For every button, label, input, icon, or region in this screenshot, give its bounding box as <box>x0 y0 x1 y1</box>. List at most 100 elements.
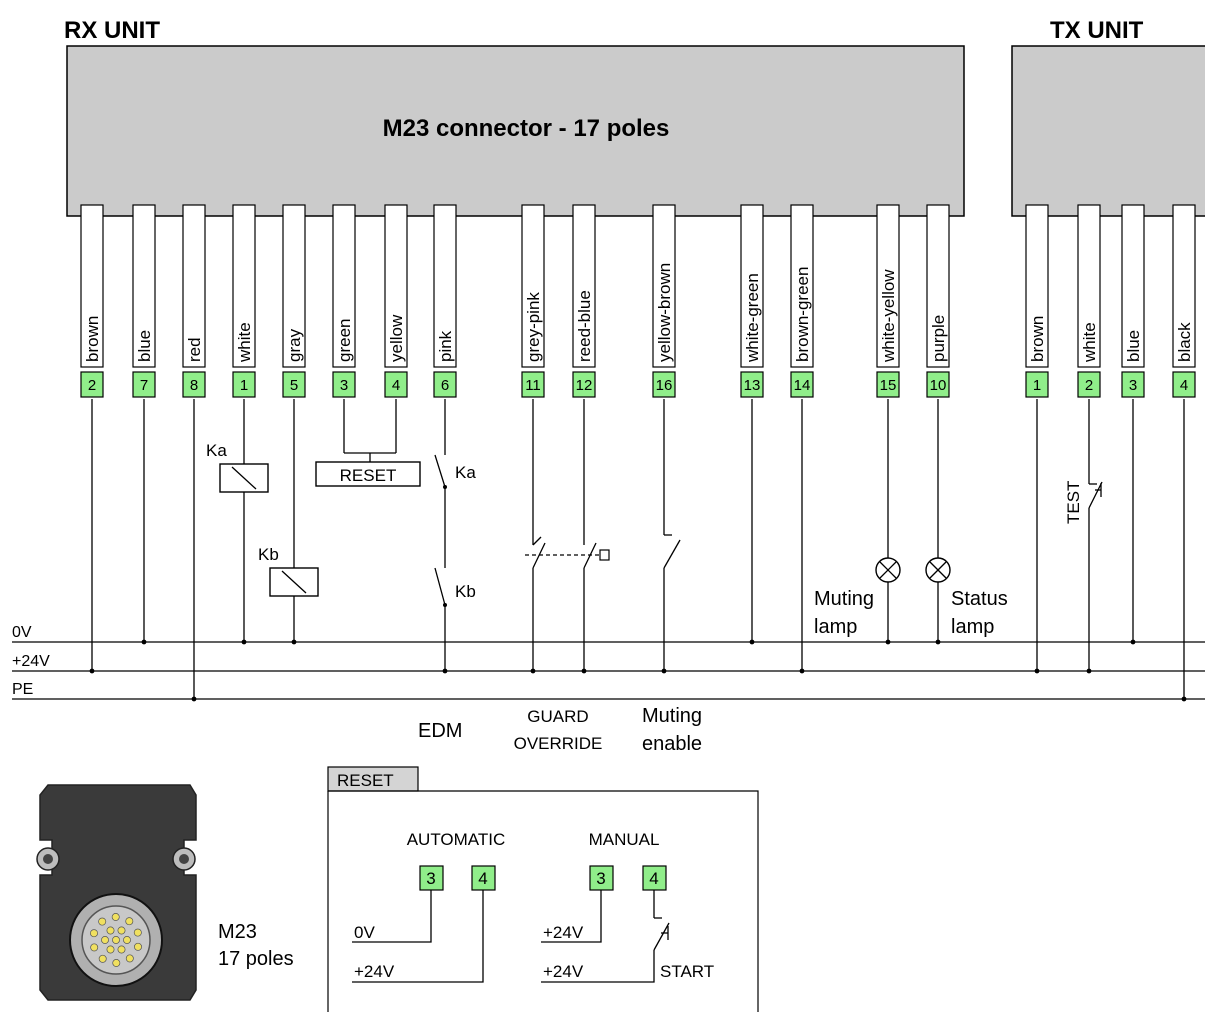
rx-pin-number: 15 <box>880 377 897 394</box>
auto-24v-wire <box>352 890 484 983</box>
rx-wire-color-label: pink <box>436 330 455 362</box>
bus-pe-label: PE <box>12 681 33 698</box>
reset-panel-tab: RESET <box>337 771 394 790</box>
kb-contact-label: Kb <box>455 582 476 601</box>
connector-pin-hole <box>98 954 107 963</box>
auto-pin-4-label: 4 <box>478 869 487 888</box>
rx-wire-color-label: white-yellow <box>879 269 898 363</box>
rx-pin-13: white-green 13 <box>740 204 764 398</box>
tx-wire-color-label: blue <box>1124 330 1143 362</box>
rx-wire-color-label: purple <box>929 315 948 362</box>
rx-pin-number: 12 <box>576 377 593 394</box>
rx-pin-number: 1 <box>240 377 248 394</box>
start-label: START <box>660 962 714 981</box>
edm-label: EDM <box>418 720 462 742</box>
rx-pin-number: 4 <box>392 377 400 394</box>
connector-pin-hole <box>112 936 120 944</box>
connector-pin-hole <box>117 945 126 954</box>
connector-pin-hole <box>90 929 98 938</box>
kb-coil-label: Kb <box>258 545 279 564</box>
tx-pin-number: 3 <box>1129 377 1137 394</box>
connector-pin-hole <box>101 936 109 944</box>
rx-pin-number: 10 <box>930 377 947 394</box>
rx-pin-number: 5 <box>290 377 298 394</box>
auto-0v-wire <box>352 890 432 943</box>
reset-button-box <box>315 399 421 487</box>
rx-wire-color-label: yellow <box>387 314 406 362</box>
bus-0v-label: 0V <box>12 624 32 641</box>
guard-label-1: GUARD <box>527 707 588 726</box>
bus-24v-label: +24V <box>12 653 50 670</box>
auto-24v-label: +24V <box>354 962 395 981</box>
relay-ka-coil <box>219 399 269 642</box>
man-24v-label-1: +24V <box>543 923 584 942</box>
rx-wire-color-label: brown-green <box>793 267 812 362</box>
ka-contact-label: Ka <box>455 463 476 482</box>
muting-lamp-label-1: Muting <box>814 588 874 610</box>
tx-wire-color-label: white <box>1080 322 1099 363</box>
rx-pin-number: 11 <box>525 377 541 394</box>
muting-lamp <box>875 399 901 642</box>
rx-pin-5: gray 5 <box>282 204 306 398</box>
connector-pin-hole <box>106 945 115 954</box>
rx-pin-12: reed-blue 12 <box>572 204 596 398</box>
tx-wire-color-label: brown <box>1028 316 1047 362</box>
start-button <box>541 890 670 983</box>
rx-pin-8: red 8 <box>182 204 206 398</box>
status-lamp-label-2: lamp <box>951 616 994 638</box>
muting-enable-label-1: Muting <box>642 705 702 727</box>
tx-test-label: TEST <box>1064 481 1083 524</box>
connector-pin-hole <box>98 917 107 926</box>
tx-pin-number: 4 <box>1180 377 1188 394</box>
relay-kb-coil <box>269 399 319 642</box>
rx-wire-color-label: red <box>185 337 204 362</box>
rx-pin-4: yellow 4 <box>384 204 408 398</box>
reset-box-label: RESET <box>340 466 397 485</box>
rx-pin-number: 8 <box>190 377 198 394</box>
rx-wire-color-label: yellow-brown <box>655 263 674 362</box>
rx-pin-number: 6 <box>441 377 449 394</box>
tx-pin-number: 2 <box>1085 377 1093 394</box>
rx-connector-body <box>66 45 965 217</box>
connector-pin-hole <box>133 928 142 937</box>
pins-layer: brown2blue7red8white1gray5green3yellow4p… <box>80 204 1196 398</box>
rx-pin-6: pink 6 <box>433 204 457 398</box>
man-pin3-wire <box>541 890 602 943</box>
connector-pin-hole <box>111 913 120 921</box>
m23-pic-label-1: M23 <box>218 921 257 943</box>
rx-wire-color-label: white-green <box>743 273 762 363</box>
tx-pin-1: brown 1 <box>1025 204 1049 398</box>
tx-pin-2: white 2 <box>1077 204 1101 398</box>
connector-pin-hole <box>125 954 134 963</box>
guard-override-switch <box>525 399 610 671</box>
connector-pin-hole <box>112 959 121 967</box>
connector-pin-hole <box>117 926 126 935</box>
auto-0v-label: 0V <box>354 923 375 942</box>
rx-pin-15: white-yellow 15 <box>876 204 900 398</box>
tx-pin-3: blue 3 <box>1121 204 1145 398</box>
m23-connector-picture <box>36 784 197 1001</box>
connector-pin-hole <box>106 926 115 935</box>
connector-pin-hole <box>90 943 99 952</box>
tx-connector-body <box>1011 45 1205 217</box>
man-pin-3-label: 3 <box>596 869 605 888</box>
rx-wire-color-label: gray <box>285 328 304 362</box>
rx-wire-color-label: reed-blue <box>575 290 594 362</box>
rx-pin-number: 3 <box>340 377 348 394</box>
tx-unit-title: TX UNIT <box>1050 17 1144 44</box>
tx-wire-color-label: black <box>1175 322 1194 362</box>
rx-pin-number: 13 <box>744 377 761 394</box>
man-24v-label-2: +24V <box>543 962 584 981</box>
rx-pin-number: 2 <box>88 377 96 394</box>
m23-pic-label-2: 17 poles <box>218 948 294 970</box>
man-pin-4-label: 4 <box>649 869 658 888</box>
rx-connector-title: M23 connector - 17 poles <box>383 115 670 142</box>
tx-pin-number: 1 <box>1033 377 1041 394</box>
guard-label-2: OVERRIDE <box>514 734 603 753</box>
